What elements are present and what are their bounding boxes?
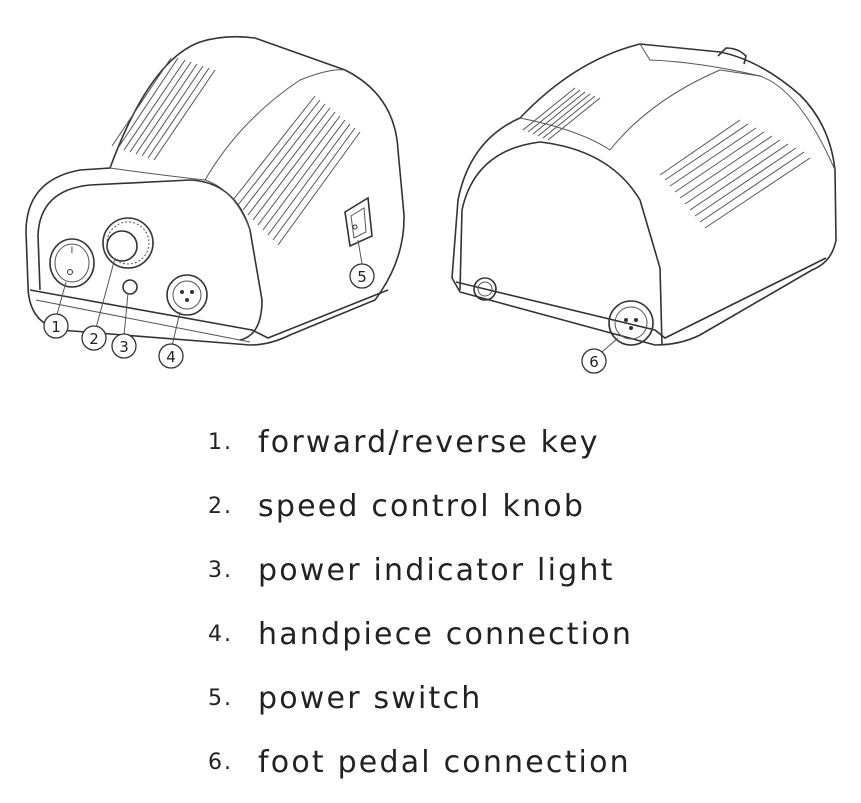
legend-number: 2. — [208, 493, 233, 519]
legend-item: 4. handpiece connection — [208, 602, 633, 666]
callout-6: 6 — [581, 348, 607, 374]
callout-1: 1 — [43, 313, 69, 339]
legend-text: power switch — [258, 680, 483, 716]
back-view — [451, 43, 837, 353]
power-switch — [344, 196, 373, 248]
front-face — [37, 179, 263, 341]
callout-6-label: 6 — [589, 353, 599, 371]
legend-text: speed control knob — [258, 488, 586, 524]
back-base-strip — [455, 257, 827, 339]
handpiece-socket — [166, 274, 208, 316]
power-indicator-light — [122, 279, 138, 295]
legend-item: 5. power switch — [208, 666, 633, 730]
front-side-vents — [232, 95, 361, 246]
front-base-strip — [29, 289, 389, 339]
legend-item: 2. speed control knob — [208, 474, 633, 538]
legend-text: foot pedal connection — [258, 744, 631, 780]
forward-reverse-key: I — [49, 238, 95, 288]
callout-4-label: 4 — [166, 348, 176, 366]
legend-text: forward/reverse key — [258, 424, 600, 460]
callout-1-label: 1 — [51, 318, 61, 336]
callout-4: 4 — [158, 343, 184, 369]
front-view: I — [25, 35, 405, 347]
callout-2: 2 — [81, 325, 107, 351]
back-round-port — [473, 277, 497, 301]
back-side-vents — [659, 119, 811, 229]
legend-number: 3. — [208, 557, 233, 583]
legend-item: 3. power indicator light — [208, 538, 633, 602]
legend-number: 4. — [208, 621, 233, 647]
legend-item: 1. forward/reverse key — [208, 410, 633, 474]
speed-control-knob — [102, 217, 154, 269]
legend-text: power indicator light — [258, 552, 615, 588]
legend-text: handpiece connection — [258, 616, 634, 652]
svg-text:I: I — [71, 246, 74, 256]
callout-2-label: 2 — [89, 330, 99, 348]
device-diagram: I — [25, 35, 837, 374]
foot-pedal-socket — [608, 300, 654, 346]
callout-3-label: 3 — [119, 338, 129, 356]
callout-5: 5 — [349, 263, 375, 289]
legend-number: 5. — [208, 685, 233, 711]
front-top-vents — [111, 57, 216, 161]
back-housing — [451, 43, 837, 346]
back-face — [459, 141, 663, 346]
back-top-vents — [522, 87, 601, 141]
legend-item: 6. foot pedal connection — [208, 730, 633, 794]
legend-number: 6. — [208, 749, 233, 775]
callout-3: 3 — [111, 333, 137, 359]
parts-legend: 1. forward/reverse key 2. speed control … — [208, 410, 633, 794]
legend-number: 1. — [208, 429, 233, 455]
callout-5-label: 5 — [357, 268, 367, 286]
